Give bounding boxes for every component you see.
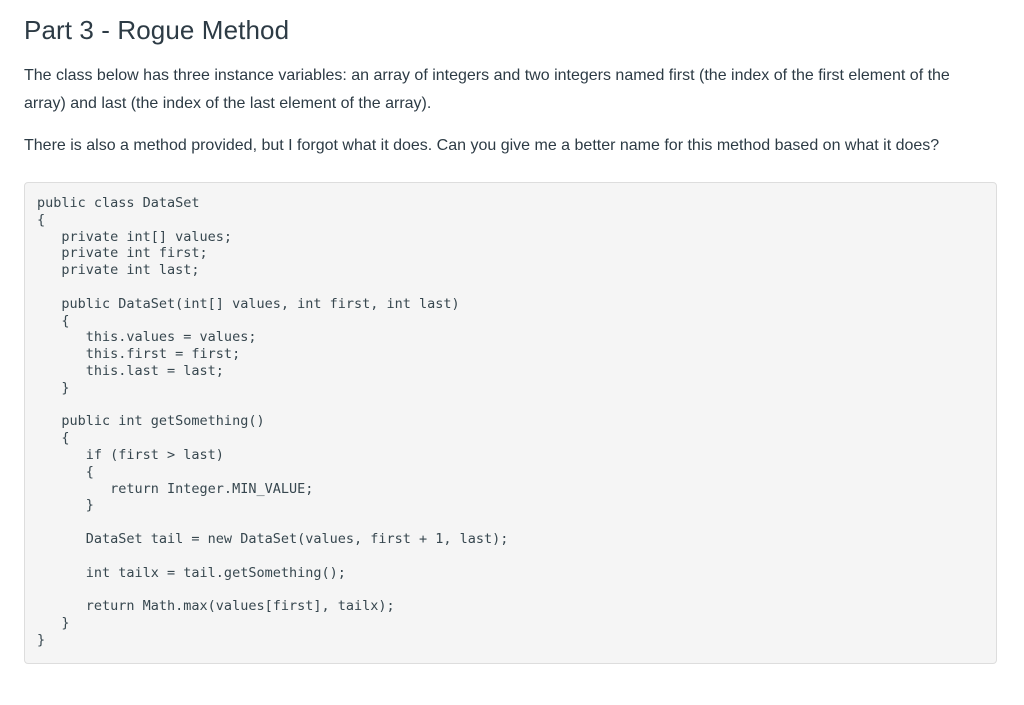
page-title: Part 3 - Rogue Method: [24, 15, 290, 45]
intro-paragraph-1: The class below has three instance varia…: [24, 67, 950, 112]
intro-paragraph-2: There is also a method provided, but I f…: [24, 137, 940, 154]
code-block: public class DataSet { private int[] val…: [24, 182, 997, 664]
code-block-content: public class DataSet { private int[] val…: [37, 195, 509, 648]
